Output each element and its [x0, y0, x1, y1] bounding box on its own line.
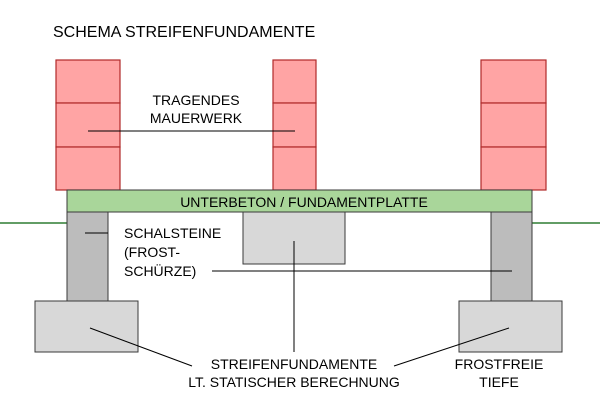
strip-footing-label-line2: LT. STATISCHER BERECHNUNG: [188, 374, 400, 390]
formwork-label-line3: SCHÜRZE): [124, 262, 196, 279]
masonry-block: [480, 146, 547, 191]
masonry-block: [55, 59, 121, 104]
masonry-column-center: [272, 59, 317, 191]
formwork-right: [490, 211, 533, 303]
masonry-block: [480, 102, 547, 148]
strip-leader-right: [393, 327, 510, 367]
formwork-label-line1: SCHALSTEINE: [124, 225, 221, 241]
masonry-label-line1: TRAGENDES: [152, 92, 239, 108]
frost-depth-label-line2: TIEFE: [479, 374, 519, 390]
masonry-column-left: [55, 59, 121, 191]
masonry-column-right: [480, 59, 547, 191]
masonry-block: [272, 102, 317, 148]
formwork-label-line2: (FROST-: [124, 244, 180, 260]
diagram-title: SCHEMA STREIFENFUNDAMENTE: [53, 24, 315, 41]
masonry-block: [480, 59, 547, 104]
strip-footing-right: [458, 300, 563, 353]
strip-leader-left: [89, 327, 193, 367]
formwork-left: [66, 211, 109, 303]
strip-footing-label-line1: STREIFENFUNDAMENTE: [211, 356, 377, 372]
masonry-block: [272, 146, 317, 191]
masonry-block: [272, 59, 317, 104]
masonry-label-line2: MAUERWERK: [150, 110, 243, 126]
masonry-block: [55, 102, 121, 148]
strip-footing-left: [34, 300, 139, 353]
frost-depth-label-line1: FROSTFREIE: [455, 356, 544, 372]
slab-label: UNTERBETON / FUNDAMENTPLATTE: [180, 194, 428, 210]
foundation-slab: [66, 189, 533, 213]
masonry-block: [55, 146, 121, 191]
